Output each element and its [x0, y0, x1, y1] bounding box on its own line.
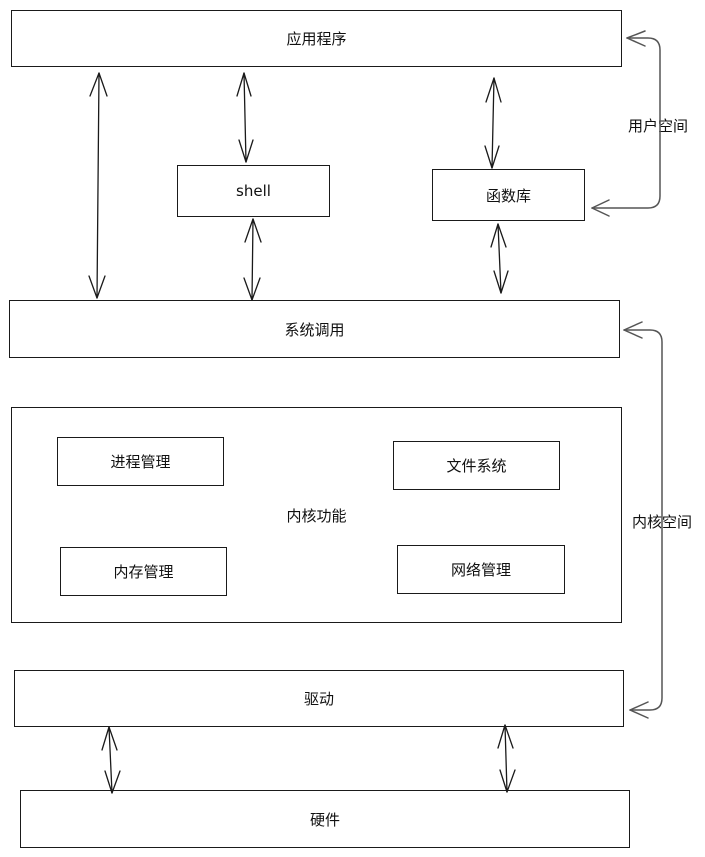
process-label: 进程管理 — [110, 453, 171, 471]
library-label: 函数库 — [485, 186, 531, 205]
syscall-label: 系统调用 — [284, 320, 345, 339]
shell-box: shell — [177, 165, 330, 217]
network-box: 网络管理 — [397, 545, 565, 594]
arrow-shell-syscall — [243, 218, 262, 301]
filesystem-label: 文件系统 — [446, 457, 507, 475]
app-label: 应用程序 — [286, 30, 347, 48]
app-box: 应用程序 — [11, 10, 622, 67]
arrow-app-shell — [236, 72, 254, 163]
arrow-driver-hardware-left — [101, 726, 121, 794]
driver-box: 驱动 — [14, 670, 624, 727]
process-box: 进程管理 — [57, 437, 224, 486]
arrow-app-syscall — [88, 72, 108, 299]
filesystem-box: 文件系统 — [393, 441, 560, 490]
driver-label: 驱动 — [303, 690, 334, 708]
arrow-library-syscall — [490, 223, 509, 294]
shell-label: shell — [236, 182, 271, 200]
hardware-box: 硬件 — [20, 790, 630, 848]
kernel-label: 内核功能 — [286, 506, 347, 525]
network-label: 网络管理 — [450, 561, 511, 579]
hardware-label: 硬件 — [309, 810, 340, 829]
user-space-label: 用户空间 — [628, 117, 689, 135]
syscall-box: 系统调用 — [9, 300, 620, 358]
arrow-app-library — [484, 77, 502, 169]
library-box: 函数库 — [432, 169, 585, 221]
arrow-driver-hardware-right — [497, 724, 516, 793]
kernel-space-label: 内核空间 — [632, 513, 693, 531]
memory-label: 内存管理 — [113, 563, 174, 581]
memory-box: 内存管理 — [60, 547, 227, 596]
